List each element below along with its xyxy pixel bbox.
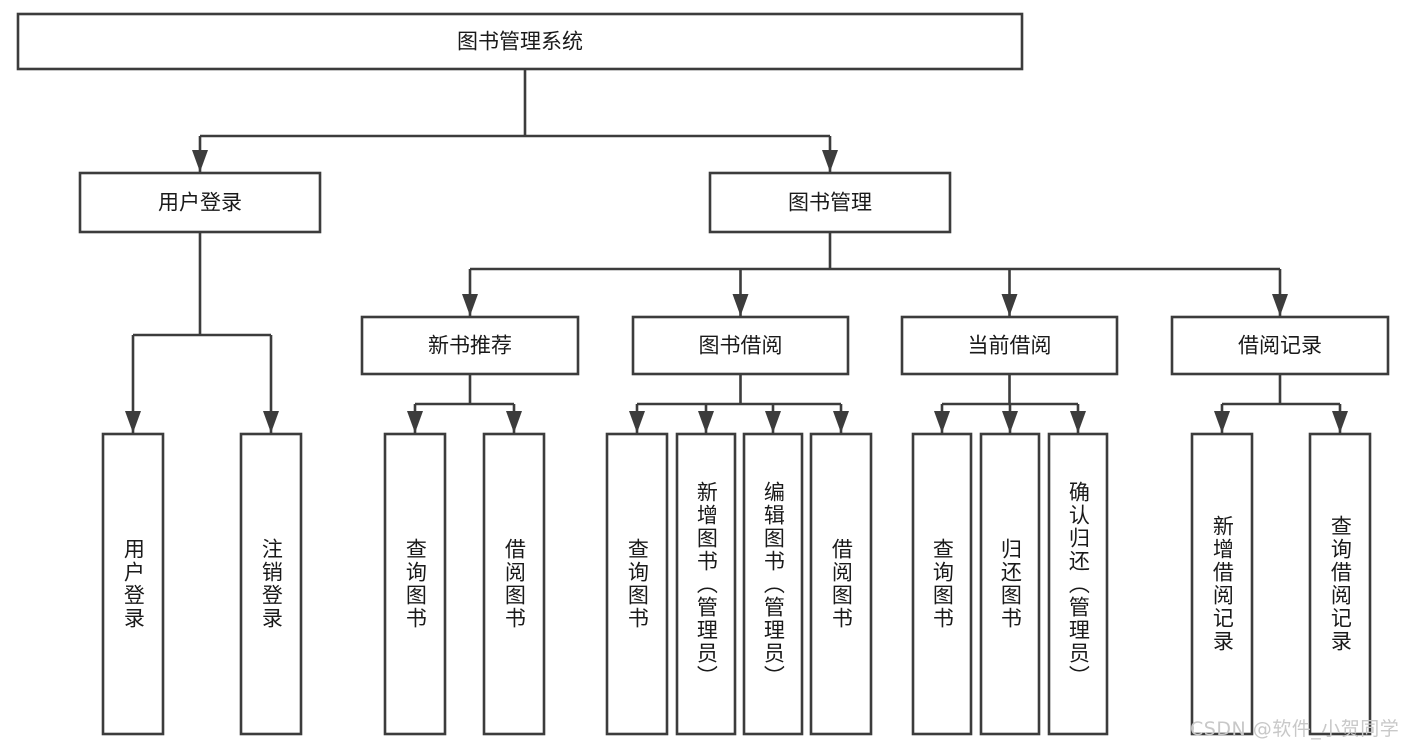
- watermark: CSDN @软件_小贺同学: [1190, 718, 1400, 740]
- node-leaf-user-login[interactable]: [101, 432, 165, 736]
- arrow-head-icon: [263, 411, 279, 433]
- node-leaf-edit-book[interactable]: [742, 432, 804, 736]
- arrow-head-icon: [462, 294, 478, 316]
- node-user-login[interactable]: [78, 171, 322, 234]
- arrow-head-icon: [1272, 294, 1288, 316]
- arrow-head-icon: [506, 411, 522, 433]
- node-root[interactable]: [16, 12, 1024, 71]
- arrow-head-icon: [732, 294, 749, 316]
- node-book-manage[interactable]: [708, 171, 952, 234]
- node-leaf-borrow-book-1[interactable]: [482, 432, 546, 736]
- arrow-head-icon: [125, 411, 141, 433]
- node-leaf-return-book[interactable]: [979, 432, 1041, 736]
- node-root-label: 图书管理系统: [457, 30, 583, 54]
- node-leaf-query-book-1[interactable]: [383, 432, 447, 736]
- node-current-borrow-label: 当前借阅: [968, 334, 1052, 358]
- node-leaf-confirm-return[interactable]: [1047, 432, 1109, 736]
- node-leaf-add-book[interactable]: [675, 432, 737, 736]
- connectors-layer: [125, 69, 1348, 433]
- arrow-head-icon: [1002, 411, 1018, 433]
- arrow-head-icon: [192, 150, 208, 172]
- arrow-head-icon: [765, 411, 781, 433]
- node-new-book-recommend[interactable]: [360, 315, 580, 376]
- node-leaf-add-record[interactable]: [1190, 432, 1254, 736]
- arrow-head-icon: [1001, 294, 1018, 316]
- node-leaf-query-book-3[interactable]: [911, 432, 973, 736]
- arrow-head-icon: [1070, 411, 1086, 433]
- node-current-borrow[interactable]: [900, 315, 1119, 376]
- arrow-head-icon: [407, 411, 423, 433]
- arrow-head-icon: [1332, 411, 1348, 433]
- boxes-layer: [16, 12, 1390, 736]
- node-leaf-borrow-book-2[interactable]: [809, 432, 873, 736]
- arrow-head-icon: [698, 411, 714, 433]
- arrow-head-icon: [822, 150, 838, 172]
- node-book-borrow-label: 图书借阅: [699, 334, 783, 358]
- node-leaf-query-book-2[interactable]: [605, 432, 669, 736]
- arrow-head-icon: [934, 411, 950, 433]
- arrow-head-icon: [629, 411, 645, 433]
- arrow-head-icon: [1214, 411, 1230, 433]
- node-new-book-recommend-label: 新书推荐: [428, 334, 512, 358]
- node-borrow-record-label: 借阅记录: [1238, 334, 1322, 358]
- node-book-manage-label: 图书管理: [788, 191, 872, 215]
- node-book-borrow[interactable]: [631, 315, 850, 376]
- node-user-login-label: 用户登录: [158, 191, 242, 215]
- node-borrow-record[interactable]: [1170, 315, 1390, 376]
- node-leaf-query-record[interactable]: [1308, 432, 1372, 736]
- arrow-head-icon: [833, 411, 849, 433]
- node-leaf-logout[interactable]: [239, 432, 303, 736]
